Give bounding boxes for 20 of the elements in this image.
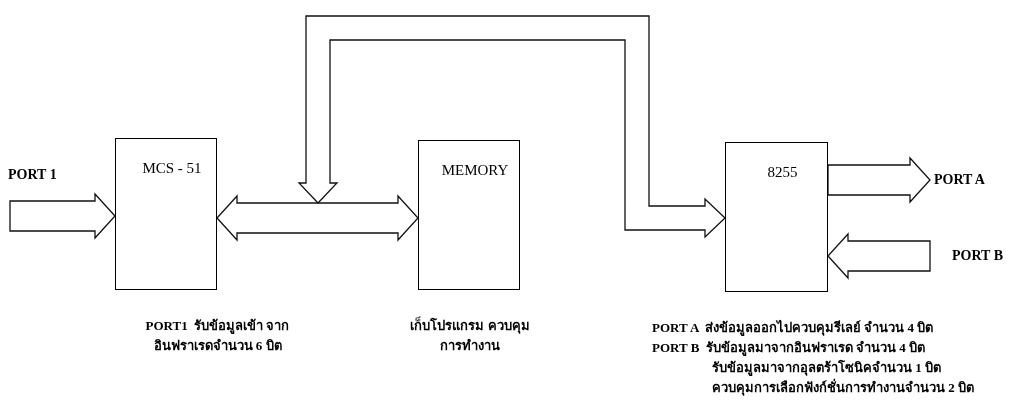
block-title: MEMORY: [441, 161, 509, 180]
chip-block: [418, 140, 520, 290]
description-text: เก็บโปรแกรม ควบคุมการทำงาน: [410, 316, 530, 355]
port-label: PORT 1: [8, 166, 57, 184]
port-label: PORT A: [934, 171, 985, 189]
chip-block: [725, 142, 828, 292]
description-text: PORT B รับข้อมูลมาจากอินฟราเรด จำนวน 4 บิต: [652, 339, 927, 358]
block-arrow: [216, 194, 419, 242]
description-text: PORT A ส่งข้อมูลออกไปควบคุมรีเลย์ จำนวน 4 บิต: [652, 319, 935, 338]
port-label: PORT B: [952, 247, 1003, 265]
block-arrow: [827, 156, 931, 204]
block-arrow: [827, 232, 931, 280]
block-arrow: [297, 15, 726, 239]
block-arrow: [9, 192, 116, 240]
description-text: รับข้อมูลมาจากอุลตร้าโซนิคจำนวน 1 บิต: [712, 359, 942, 378]
block-title: 8255: [767, 163, 798, 182]
description-text: PORT1 รับข้อมูลเข้า จากอินฟราเรดจำนวน 6 บิต: [144, 317, 291, 355]
description-text: ควบคุมการเลือกฟังก์ชั่นการทำงานจำนวน 2 บิต: [712, 378, 975, 398]
chip-block: [115, 138, 217, 290]
block-title: MCS - 51: [142, 159, 202, 178]
